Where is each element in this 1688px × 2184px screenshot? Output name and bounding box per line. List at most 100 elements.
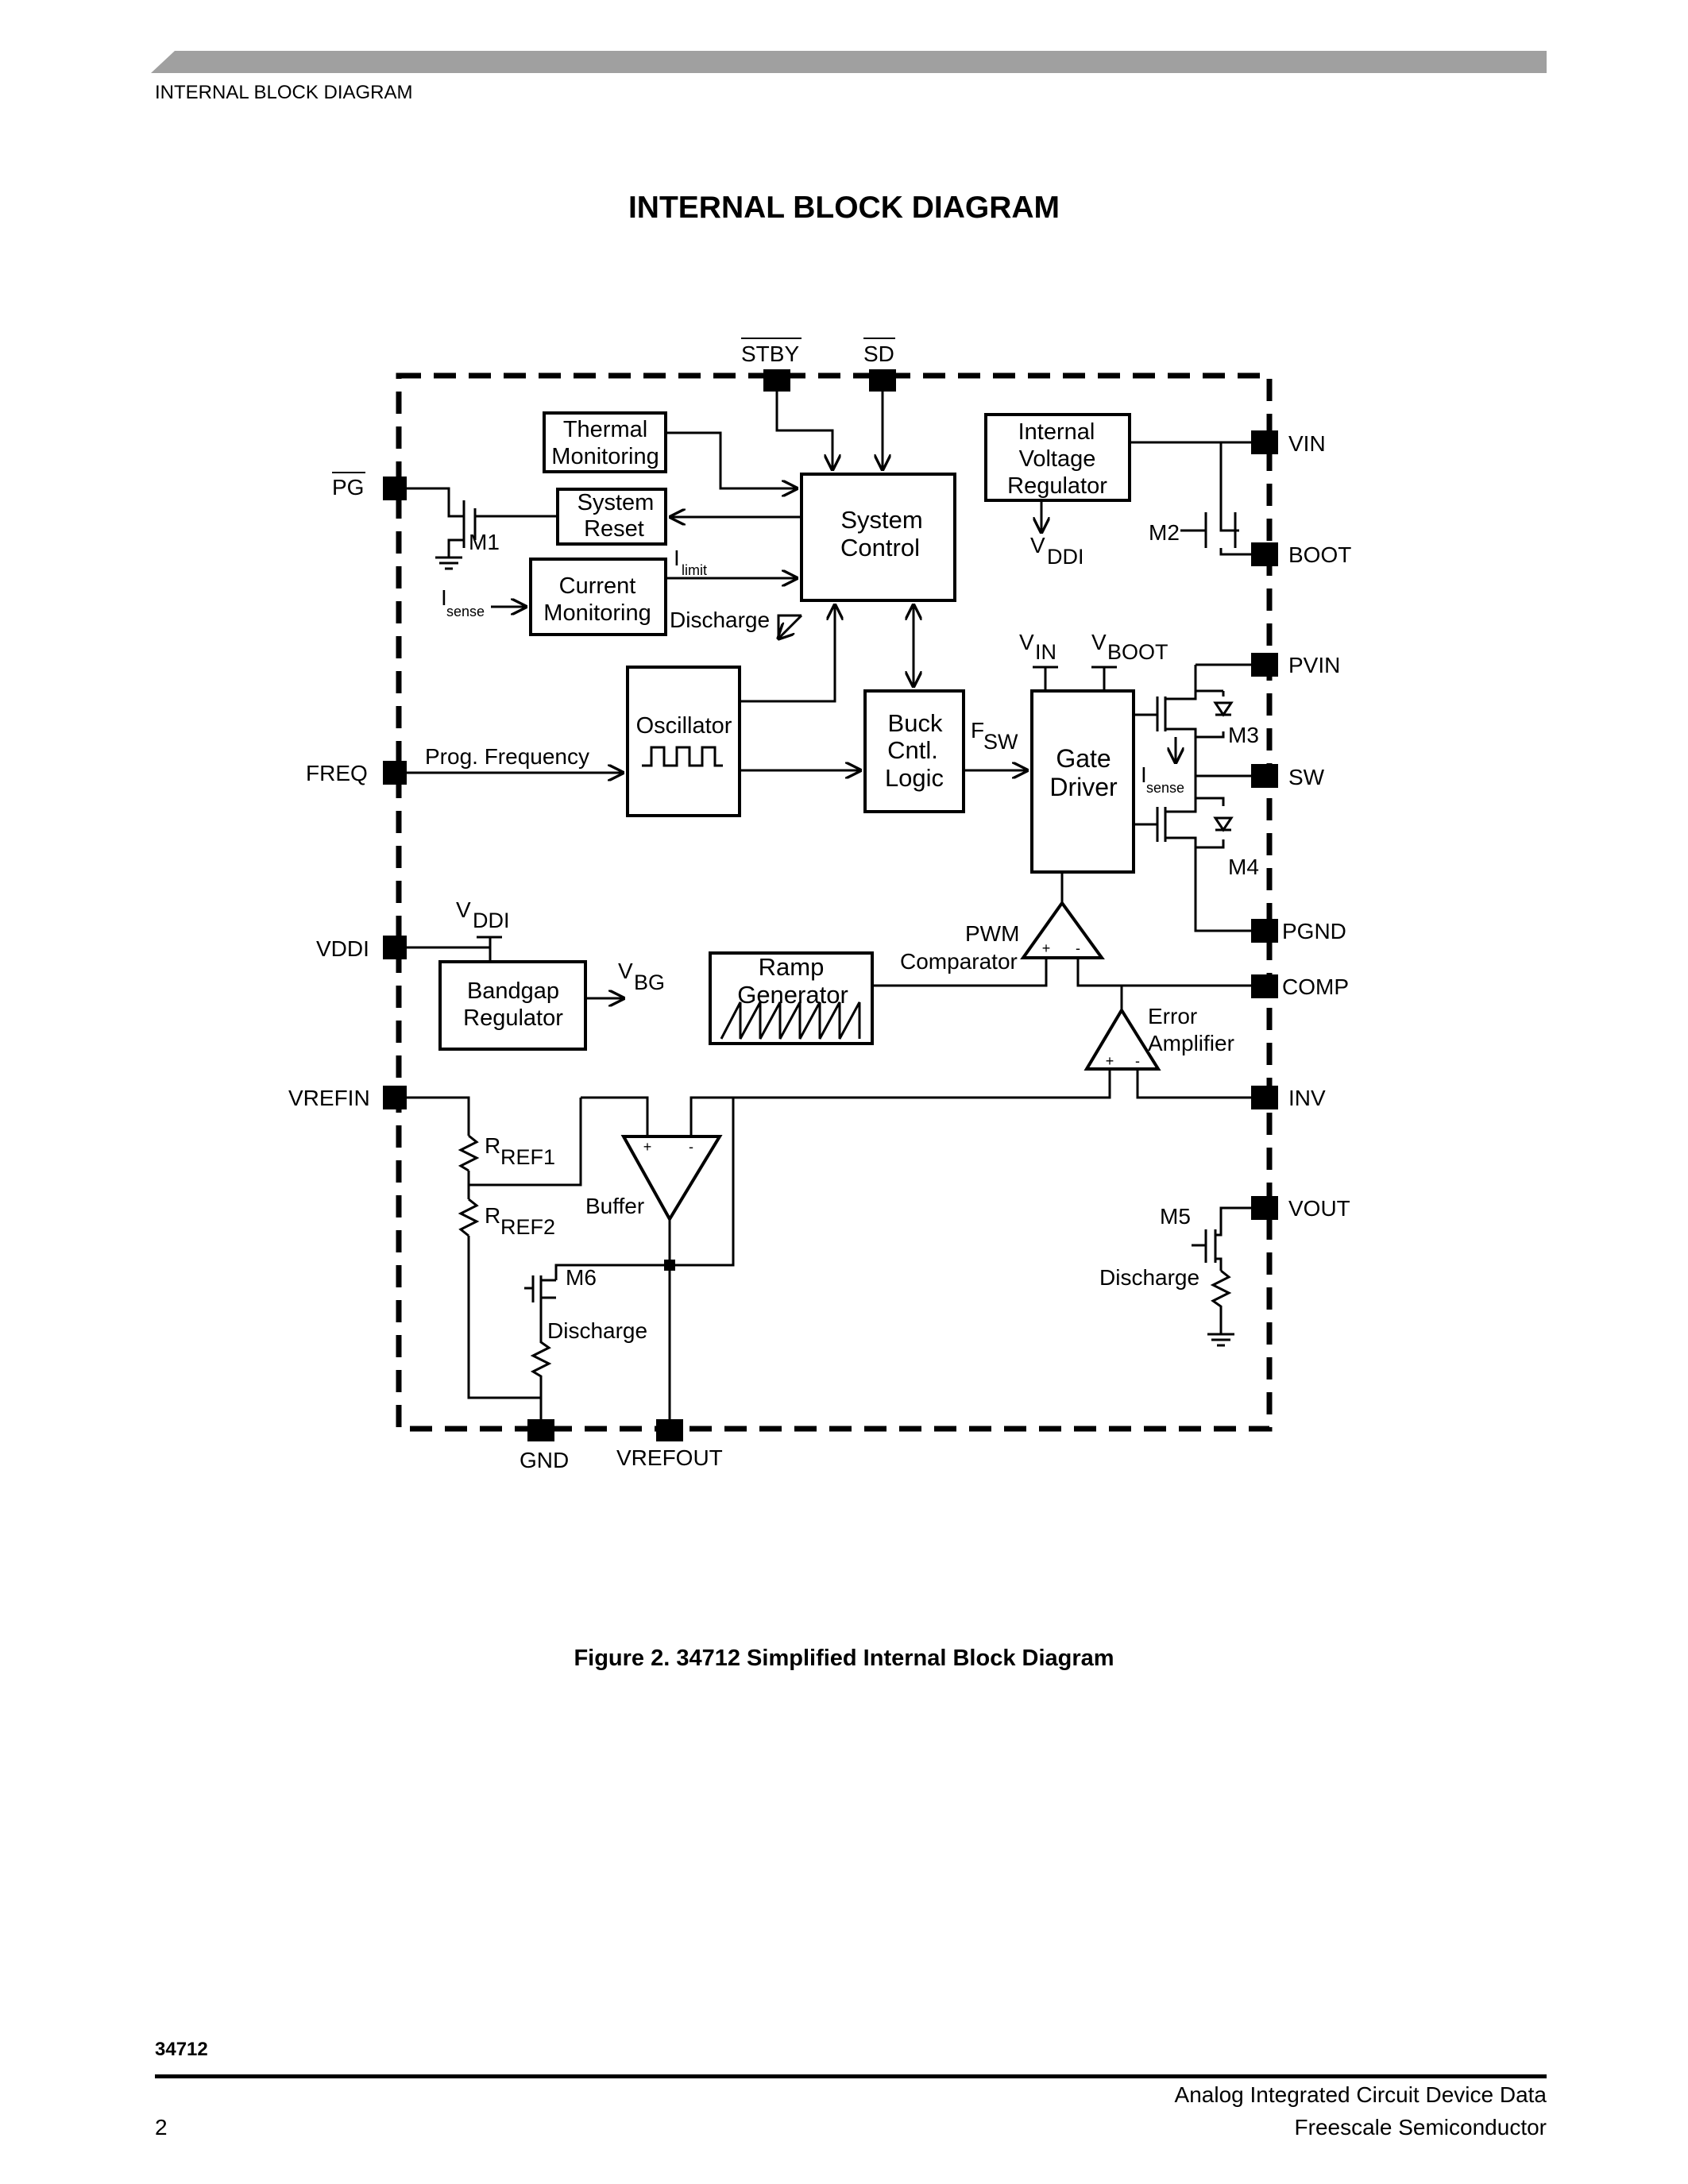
pin-stby: STBY	[741, 341, 799, 366]
pin-gnd: GND	[520, 1448, 569, 1472]
resistor-m5	[1210, 1269, 1232, 1334]
current-mon-line2: Monitoring	[543, 600, 651, 626]
transistor-m6	[524, 1265, 558, 1302]
label-vddi-reg: V DDI	[1030, 533, 1084, 569]
label-vboot-gate: V BOOT	[1091, 630, 1168, 664]
wire-vout	[1219, 1206, 1251, 1229]
footer-part-number: 34712	[155, 2039, 208, 2060]
pin-pgnd: PGND	[1282, 919, 1346, 943]
label-isense-gate: I sense	[1141, 762, 1184, 796]
label-discharge-sysctl: Discharge	[670, 608, 770, 632]
page-title: INTERNAL BLOCK DIAGRAM	[628, 191, 1060, 225]
label-rref1: R REF1	[485, 1133, 555, 1169]
svg-text:REF2: REF2	[500, 1215, 555, 1239]
internal-voltage-regulator-block	[984, 413, 1131, 502]
buck-line1: Buck	[888, 709, 943, 737]
current-monitoring-block	[529, 558, 667, 636]
pin-vrefin: VREFIN	[288, 1086, 370, 1110]
int-reg-line2: Voltage	[1019, 446, 1096, 472]
bandgap-regulator-block	[438, 960, 587, 1051]
svg-text:DDI: DDI	[473, 909, 510, 932]
label-m2: M2	[1149, 520, 1180, 545]
transistor-m3	[1134, 665, 1251, 778]
label-ilimit: I limit	[674, 546, 707, 578]
int-reg-line1: Internal	[1018, 419, 1095, 445]
header-section-title: INTERNAL BLOCK DIAGRAM	[155, 82, 413, 103]
label-buffer: Buffer	[585, 1194, 644, 1218]
footer-page-number: 2	[155, 2115, 168, 2140]
pin-comp: COMP	[1282, 974, 1349, 999]
buck-control-logic-block	[863, 689, 965, 813]
wire-stby	[775, 392, 832, 469]
svg-text:V: V	[1030, 533, 1045, 558]
svg-text:I: I	[1141, 762, 1147, 787]
svg-text:V: V	[456, 897, 471, 922]
pin-freq: FREQ	[306, 761, 368, 785]
wire-inv	[1136, 1069, 1251, 1099]
svg-text:SW: SW	[983, 730, 1018, 754]
wire-ramp-pwm	[872, 958, 1048, 987]
label-m4: M4	[1228, 855, 1259, 879]
label-fsw: F SW	[971, 718, 1018, 754]
buck-line2: Cntl.	[887, 736, 938, 764]
system-reset-line1: System	[577, 490, 655, 515]
footer-doc-line1: Analog Integrated Circuit Device Data	[1174, 2082, 1547, 2107]
ramp-generator-block	[709, 951, 874, 1045]
label-vin-gate: V IN	[1019, 630, 1056, 664]
svg-text:BOOT: BOOT	[1107, 640, 1168, 664]
label-amplifier: Amplifier	[1148, 1031, 1234, 1055]
wire-vrefin	[407, 1096, 470, 1136]
bandgap-line1: Bandgap	[467, 978, 559, 1004]
thermal-monitoring-block	[543, 411, 667, 473]
label-discharge-m6: Discharge	[547, 1318, 647, 1343]
square-wave-icon	[642, 746, 723, 767]
bandgap-line2: Regulator	[463, 1005, 563, 1031]
gate-driver-block	[1030, 689, 1135, 874]
pin-sw: SW	[1288, 765, 1325, 789]
ramp-line2: Generator	[737, 981, 848, 1009]
wire-ref-erramp	[733, 1069, 1111, 1099]
svg-text:F: F	[971, 718, 984, 743]
ground-m5	[1207, 1333, 1234, 1347]
transistor-m1	[447, 500, 558, 558]
pin-sd: SD	[863, 341, 894, 366]
label-m5: M5	[1160, 1204, 1191, 1229]
svg-text:R: R	[485, 1133, 500, 1158]
transistor-m4	[1134, 776, 1251, 932]
error-amplifier-triangle	[1083, 1007, 1161, 1071]
label-prog-frequency: Prog. Frequency	[425, 744, 589, 769]
pin-vin: VIN	[1288, 431, 1326, 456]
int-reg-line3: Regulator	[1007, 473, 1107, 499]
thermal-line1: Thermal	[563, 417, 647, 442]
pin-pvin: PVIN	[1288, 653, 1340, 677]
wire-thermal	[666, 431, 797, 488]
chip-boundary	[396, 372, 1273, 1432]
svg-text:I: I	[441, 585, 447, 610]
figure-caption: Figure 2. 34712 Simplified Internal Bloc…	[574, 1646, 1114, 1671]
thermal-line2: Monitoring	[551, 444, 659, 469]
footer-rule	[155, 2074, 1547, 2078]
current-mon-line1: Current	[559, 573, 636, 599]
transistor-m2	[1196, 442, 1251, 556]
oscillator-block	[626, 666, 741, 817]
resistor-rref2	[458, 1198, 480, 1237]
label-comparator: Comparator	[900, 949, 1018, 974]
label-m6: M6	[566, 1265, 597, 1290]
ground-m1	[435, 556, 462, 570]
svg-text:sense: sense	[1146, 780, 1184, 796]
erramp-minus: -	[1135, 1053, 1140, 1069]
gate-driver-line1: Gate	[1056, 744, 1111, 773]
wire-buffer-in	[581, 1096, 649, 1136]
label-rref2: R REF2	[485, 1203, 555, 1239]
erramp-plus: +	[1106, 1053, 1114, 1069]
buffer-plus: +	[643, 1139, 652, 1155]
wire-pg	[407, 487, 450, 500]
label-m3: M3	[1228, 723, 1259, 747]
sawtooth-icon	[720, 1001, 861, 1040]
transistor-m5	[1192, 1229, 1223, 1271]
svg-text:V: V	[1019, 630, 1034, 654]
system-control-block	[800, 473, 956, 602]
wire-comp	[1076, 958, 1251, 987]
svg-text:V: V	[618, 959, 633, 983]
